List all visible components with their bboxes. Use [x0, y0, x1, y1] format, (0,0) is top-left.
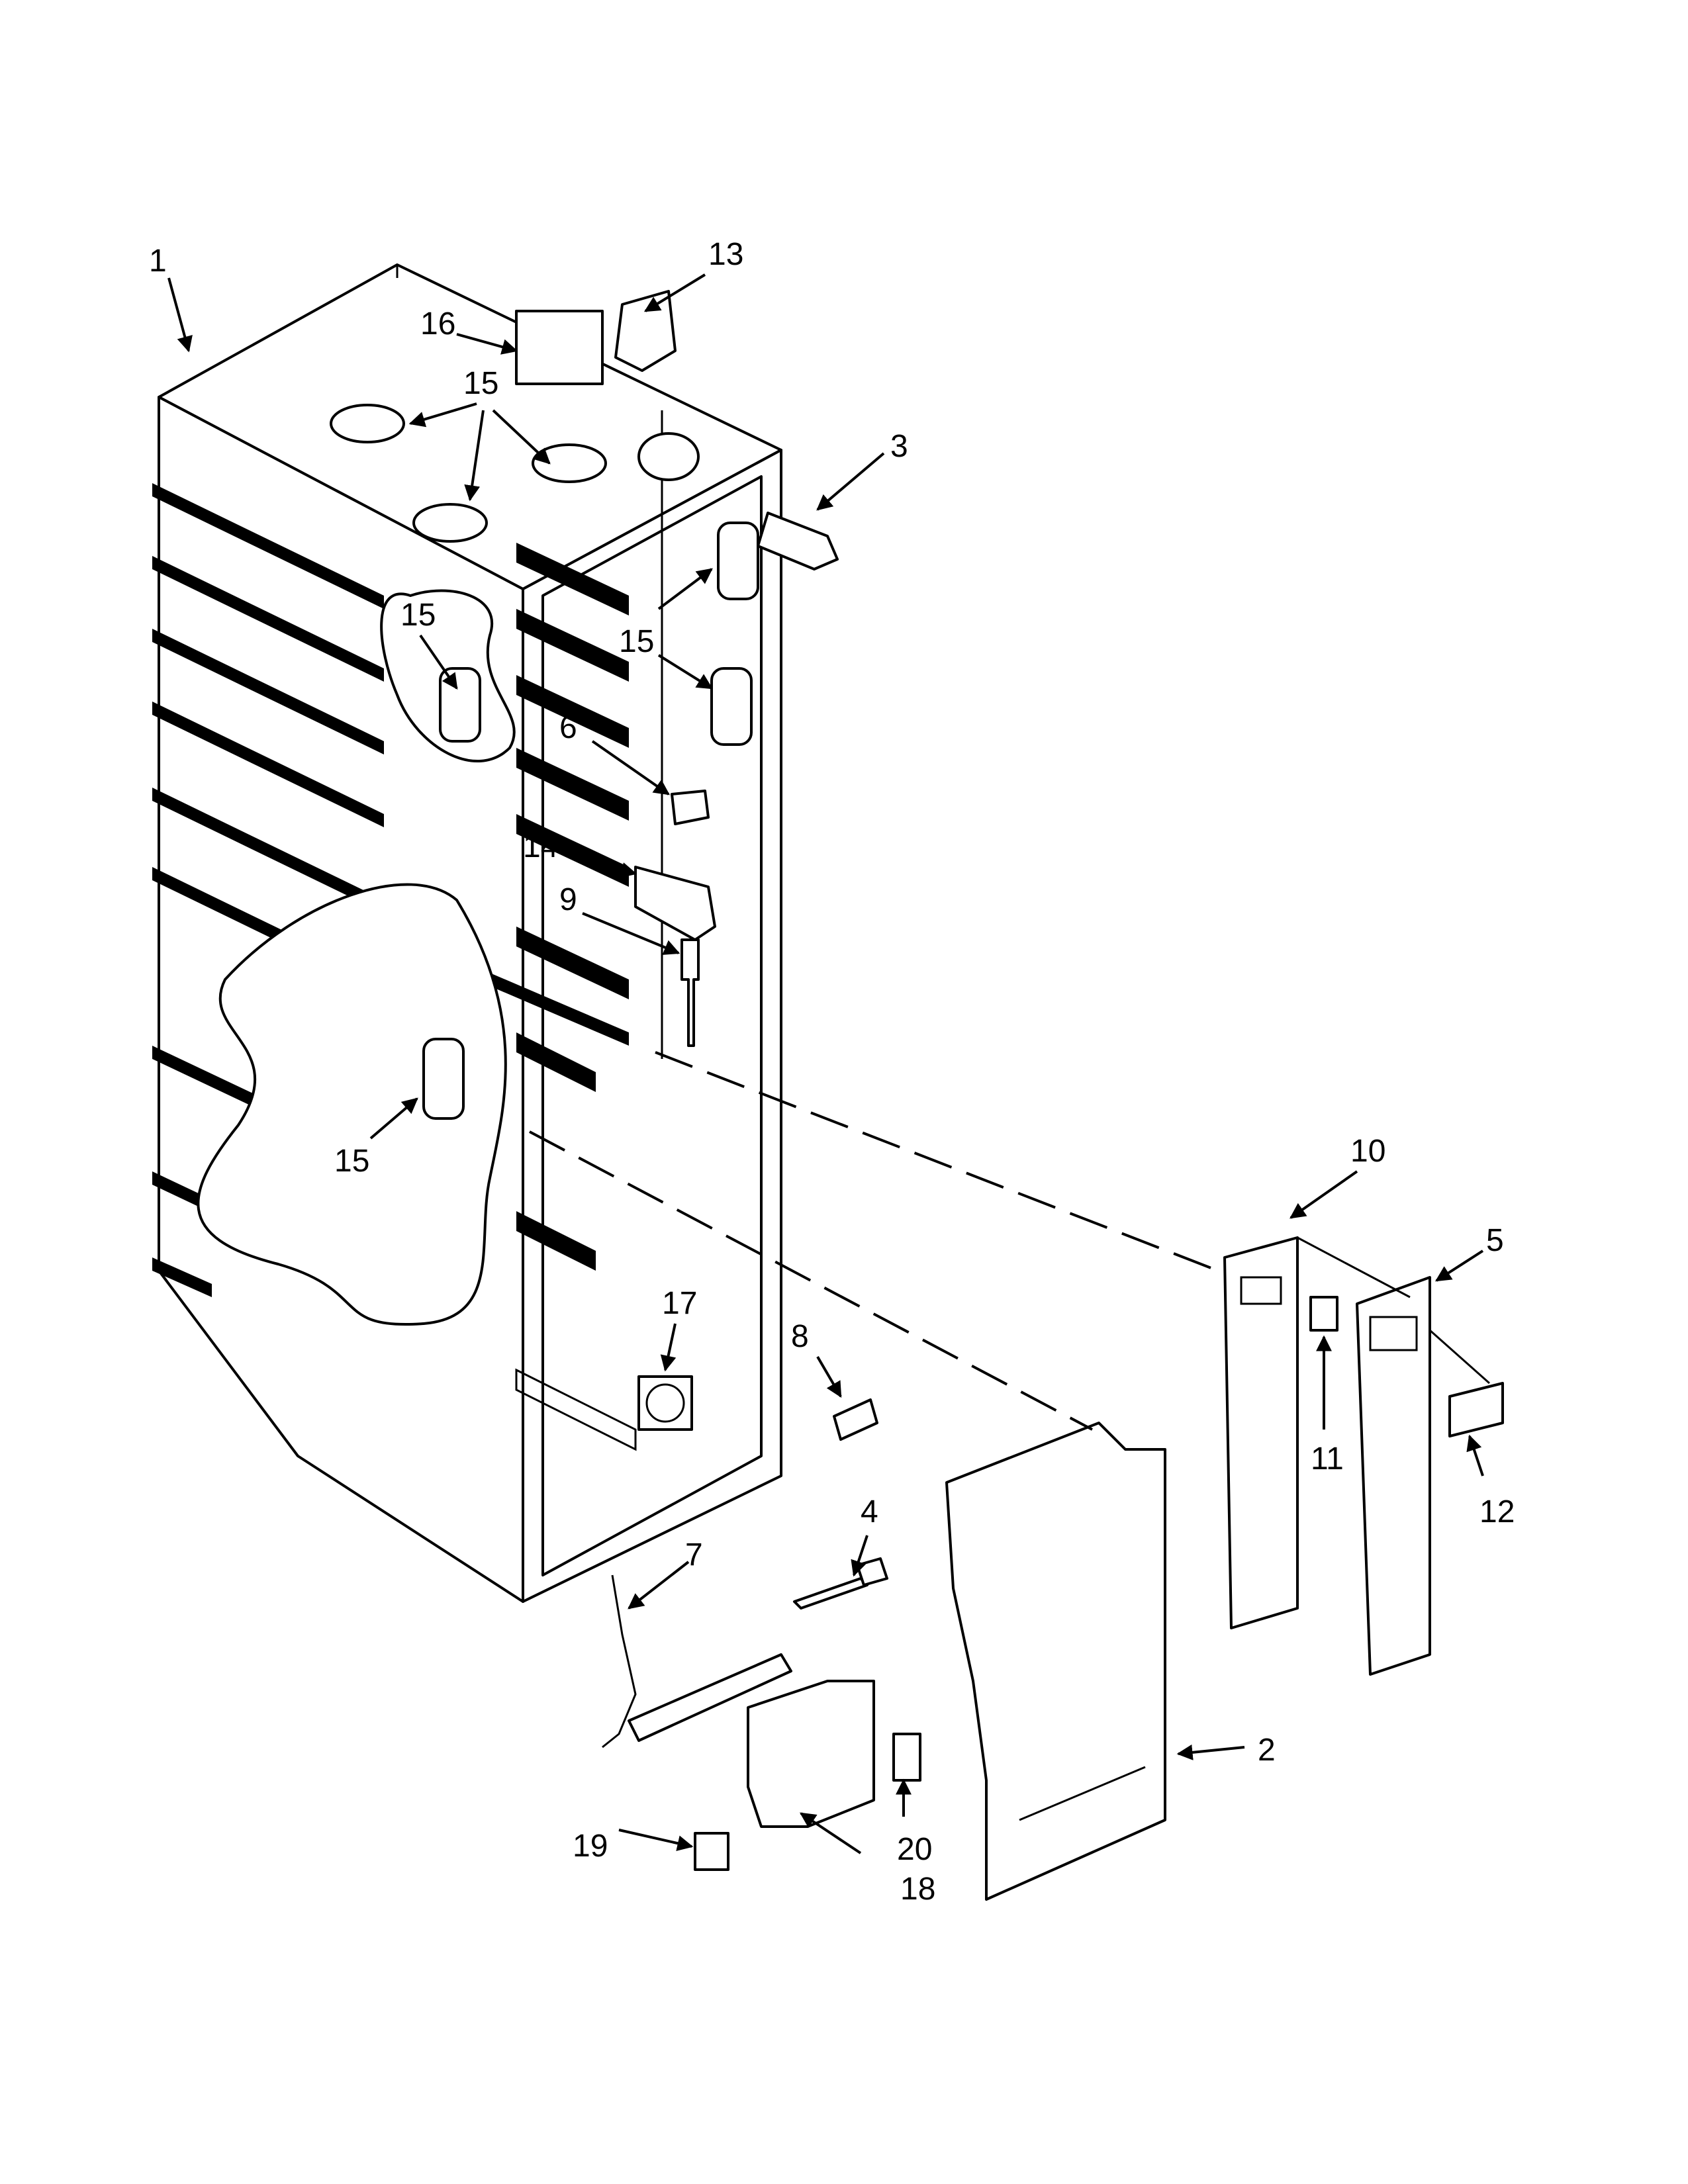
callout-8: 8	[791, 1319, 809, 1354]
light-housing-5	[710, 667, 753, 746]
light-housing-1	[330, 404, 405, 443]
clip	[892, 1733, 921, 1782]
callout-17: 17	[662, 1286, 697, 1321]
left-shelf-rails	[152, 483, 384, 1297]
connector	[694, 1832, 729, 1871]
callout-16: 16	[420, 306, 455, 341]
filter-insert	[1309, 1296, 1338, 1332]
callout-15c: 15	[619, 624, 654, 659]
water-valve	[614, 290, 677, 372]
vent-grille	[1448, 1382, 1504, 1437]
callout-2: 2	[1258, 1733, 1276, 1768]
duct-cover	[1356, 1276, 1431, 1676]
defrost-heater-wire	[602, 1574, 637, 1749]
light-housing-7	[422, 1038, 465, 1120]
drain-housing	[747, 1680, 875, 1828]
callout-15d: 15	[334, 1144, 369, 1179]
thermistor	[680, 938, 700, 1047]
callout-19: 19	[573, 1829, 608, 1864]
light-housing-4	[717, 522, 759, 600]
light-housing-3	[412, 503, 488, 543]
light-housing-2	[532, 443, 607, 483]
right-shelf-rails	[516, 543, 629, 1271]
callout-10: 10	[1350, 1134, 1385, 1169]
light-housings-top	[330, 404, 700, 543]
callout-18: 18	[900, 1872, 935, 1907]
callout-1: 1	[149, 244, 167, 279]
top-opening	[637, 432, 700, 481]
light-housing-6	[439, 667, 481, 743]
leader-arrows	[167, 273, 1484, 1854]
defrost-heater	[628, 1653, 792, 1742]
callout-15a: 15	[463, 366, 498, 401]
callout-6: 6	[559, 710, 577, 745]
callout-11: 11	[1311, 1441, 1344, 1477]
air-duct	[1223, 1236, 1299, 1629]
cover-opening	[1369, 1316, 1418, 1351]
door-switch	[671, 790, 710, 825]
fan-blade	[645, 1383, 685, 1423]
control-label	[515, 310, 604, 385]
callout-4: 4	[861, 1494, 878, 1529]
callout-5: 5	[1486, 1223, 1504, 1258]
evaporator-cover	[945, 1422, 1166, 1901]
probe-head	[856, 1557, 888, 1586]
sensor-housing	[634, 866, 716, 941]
callout-9: 9	[559, 882, 577, 917]
callout-3: 3	[890, 429, 908, 464]
callout-14: 14	[523, 829, 558, 864]
callout-20: 20	[897, 1832, 932, 1867]
thermistor-probe	[793, 1577, 868, 1610]
water-filter	[757, 512, 839, 570]
callout-7: 7	[685, 1537, 703, 1572]
callout-12: 12	[1479, 1494, 1515, 1529]
duct-opening	[1240, 1276, 1282, 1305]
lower-compartment	[515, 1368, 637, 1451]
vent-slots	[1019, 1766, 1146, 1821]
cutaway-lower	[197, 883, 507, 1326]
callout-15b: 15	[400, 598, 436, 633]
grommet	[833, 1398, 878, 1441]
callout-13: 13	[708, 237, 743, 272]
callout-labels: 1 2 3 4 5 6 7 8 9 10 11 12 13 14 15 15 1…	[149, 237, 1515, 1907]
